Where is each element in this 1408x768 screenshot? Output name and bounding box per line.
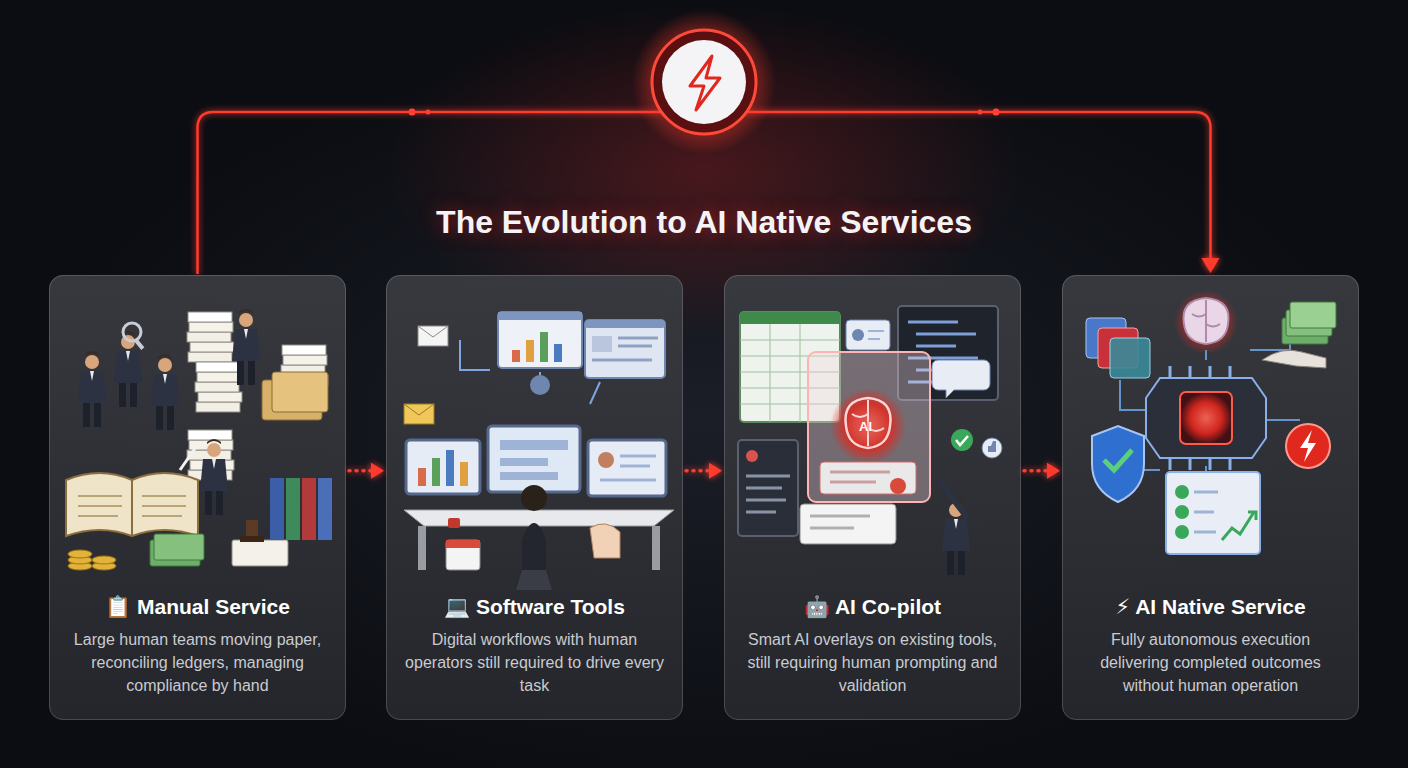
native-service-illustration (1086, 290, 1336, 554)
stage-card: 🤖 AI Co-pilotSmart AI overlays on existi… (724, 275, 1021, 720)
software-desk-illustration (404, 312, 674, 590)
stage-heading: 💻 Software Tools (444, 594, 625, 620)
manual-office-illustration (66, 309, 332, 570)
stage-card: ⚡ AI Native ServiceFully autonomous exec… (1062, 275, 1359, 720)
stage-heading: 🤖 AI Co-pilot (804, 594, 941, 620)
flow-arrow (349, 463, 384, 479)
flow-arrow (686, 463, 722, 479)
stage-description: Fully autonomous execution delivering co… (1081, 628, 1340, 697)
stage-heading: ⚡ AI Native Service (1115, 594, 1305, 620)
stage-description: Smart AI overlays on existing tools, sti… (743, 628, 1002, 697)
stage-card: 💻 Software ToolsDigital workflows with h… (386, 275, 683, 720)
diagram-title: The Evolution to AI Native Services (0, 203, 1408, 241)
flow-arrow (1024, 463, 1060, 479)
stage-description: Digital workflows with human operators s… (405, 628, 664, 697)
stage-card: 📋 Manual ServiceLarge human teams moving… (49, 275, 346, 720)
illustration-text: AI (859, 419, 872, 434)
stage-description: Large human teams moving paper, reconcil… (68, 628, 327, 697)
copilot-illustration (738, 306, 1002, 575)
stage-heading: 📋 Manual Service (105, 594, 290, 620)
